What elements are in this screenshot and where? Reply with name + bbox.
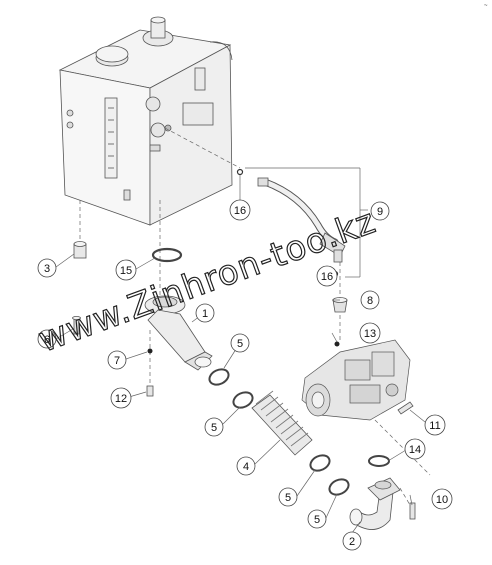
callout-label: 9 xyxy=(377,206,383,218)
callout-4: 4 xyxy=(236,456,256,476)
callout-9: 9 xyxy=(370,201,390,221)
hydraulic-pump xyxy=(301,339,411,421)
callout-label: 5 xyxy=(237,338,243,350)
part-1-suction-pipe xyxy=(144,295,213,371)
callout-5c: 5 xyxy=(278,487,298,507)
callout-label: 6 xyxy=(44,334,50,346)
callout-12: 12 xyxy=(110,387,132,409)
callout-14: 14 xyxy=(404,438,426,460)
corner-mark: ~ xyxy=(484,3,488,9)
callout-6: 6 xyxy=(37,329,57,349)
hydraulic-tank xyxy=(58,16,233,226)
callout-13: 13 xyxy=(359,322,381,344)
callout-16a: 16 xyxy=(229,199,251,221)
callout-5d: 5 xyxy=(307,509,327,529)
part-2-elbow-pipe xyxy=(349,477,401,530)
part-15-o-ring xyxy=(151,247,183,263)
callouts: 2 3 4 5 5 5 5 6 xyxy=(37,199,453,551)
part-14-o-ring xyxy=(368,455,390,467)
callout-label: 16 xyxy=(234,205,246,217)
callout-7: 7 xyxy=(107,350,127,370)
callout-label: 7 xyxy=(114,355,120,367)
callout-label: 11 xyxy=(429,420,440,432)
part-12-bolt xyxy=(146,385,154,397)
callout-label: 5 xyxy=(211,422,217,434)
callout-15: 15 xyxy=(115,259,137,281)
part-9-drain-hose xyxy=(257,177,346,263)
callout-label: 3 xyxy=(44,263,50,275)
part-7-washer xyxy=(147,348,153,354)
callout-10: 10 xyxy=(431,488,453,510)
part-5-hose-clamps xyxy=(208,368,350,496)
callout-label: 4 xyxy=(243,461,249,473)
callout-1: 1 xyxy=(195,303,215,323)
callout-label: 2 xyxy=(349,536,355,548)
callout-label: 15 xyxy=(120,265,132,277)
part-3-fitting xyxy=(73,241,87,259)
part-10-bolt xyxy=(409,502,416,520)
callout-8: 8 xyxy=(360,290,380,310)
part-9-bracket xyxy=(245,167,368,278)
part-4-corrugated-hose xyxy=(251,390,313,456)
callout-3: 3 xyxy=(37,258,57,278)
callout-label: 16 xyxy=(321,271,333,283)
part-11-bolt xyxy=(397,401,414,415)
callout-11: 11 xyxy=(424,414,446,436)
callout-label: 10 xyxy=(436,494,448,506)
part-16-washer-top xyxy=(236,168,244,176)
callout-label: 14 xyxy=(409,444,421,456)
callout-label: 1 xyxy=(202,308,208,320)
callout-5b: 5 xyxy=(204,417,224,437)
callout-2: 2 xyxy=(342,531,362,551)
part-6-bolt xyxy=(72,315,81,335)
callout-label: 5 xyxy=(314,514,320,526)
part-8-fitting xyxy=(332,297,348,313)
callout-label: 13 xyxy=(364,328,376,340)
alignment-lines xyxy=(79,127,431,506)
callout-16b: 16 xyxy=(316,265,338,287)
callout-label: 5 xyxy=(285,492,291,504)
part-13-washer xyxy=(334,341,340,347)
callout-label: 12 xyxy=(115,393,127,405)
callout-5a: 5 xyxy=(230,333,250,353)
callout-label: 8 xyxy=(367,295,373,307)
